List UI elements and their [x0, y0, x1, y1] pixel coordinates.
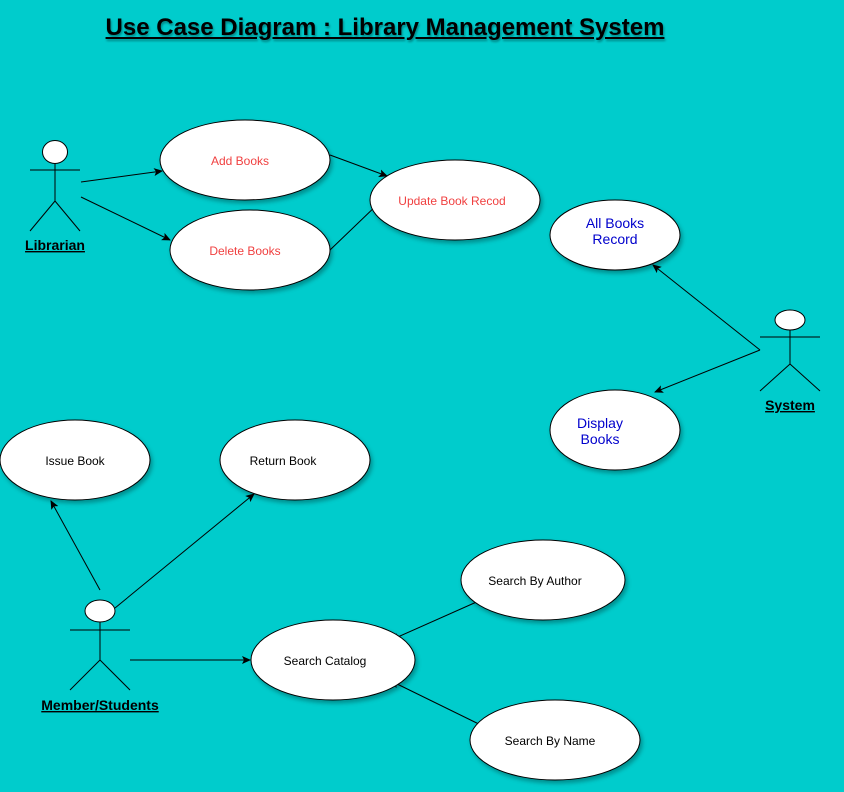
edge-system-all-books	[652, 264, 761, 351]
use-case-display-books[interactable]: Display Books	[549, 389, 681, 471]
use-case-add-books[interactable]: Add Books	[159, 119, 331, 201]
actor-leg-left	[29, 200, 56, 232]
edge-member-return-book	[114, 493, 255, 609]
edge-add-books-update	[329, 154, 388, 177]
actor-leg-right	[789, 363, 821, 392]
edge-author-search-catalog	[390, 599, 482, 641]
actor-leg-left	[759, 363, 791, 392]
use-case-update-book-record[interactable]: Update Book Recod	[369, 159, 541, 241]
actor-head	[774, 309, 806, 331]
actor-system[interactable]	[759, 309, 821, 392]
use-case-search-by-name[interactable]: Search By Name	[469, 699, 641, 781]
use-case-search-by-author[interactable]: Search By Author	[460, 539, 626, 621]
edge-librarian-add-books	[80, 168, 163, 183]
connectors	[50, 154, 761, 731]
actor-head	[84, 599, 116, 623]
use-case-return-book[interactable]: Return Book	[219, 419, 371, 501]
edge-member-issue-book	[50, 500, 101, 591]
use-case-label-line-2: Books	[581, 431, 620, 447]
actor-head	[42, 140, 68, 164]
use-case-label: Search By Name	[505, 734, 596, 748]
use-case-issue-book[interactable]: Issue Book	[0, 419, 151, 501]
use-case-label-line-2: Record	[592, 231, 637, 247]
use-case-label: Search By Author	[488, 574, 581, 588]
actor-leg-right	[54, 200, 81, 232]
use-case-label: Delete Books	[209, 244, 280, 258]
actor-librarian[interactable]	[29, 140, 81, 232]
actor-label-librarian: Librarian	[25, 237, 85, 253]
actor-label-system: System	[765, 397, 815, 413]
edge-name-search-catalog	[390, 680, 492, 731]
diagram-title: Use Case Diagram : Library Management Sy…	[105, 14, 665, 41]
actor-leg-left	[69, 659, 101, 691]
edge-librarian-delete-books	[80, 196, 171, 241]
actor-label-member: Member/Students	[41, 697, 159, 713]
use-case-all-books-record[interactable]: All Books Record	[549, 199, 681, 271]
use-case-label-line-1: All Books	[586, 215, 644, 231]
actor-member-students[interactable]	[69, 599, 131, 691]
edge-system-display-books	[654, 349, 761, 393]
use-case-label-line-1: Display	[577, 415, 623, 431]
edge-delete-books-update	[329, 201, 381, 251]
use-case-label: Return Book	[250, 454, 318, 468]
use-case-label: Update Book Recod	[398, 194, 505, 208]
use-case-label: Issue Book	[45, 454, 105, 468]
use-case-search-catalog[interactable]: Search Catalog	[250, 619, 416, 701]
use-case-delete-books[interactable]: Delete Books	[169, 209, 331, 291]
actor-leg-right	[99, 659, 131, 691]
use-case-label: Add Books	[211, 154, 269, 168]
use-case-label: Search Catalog	[284, 654, 367, 668]
